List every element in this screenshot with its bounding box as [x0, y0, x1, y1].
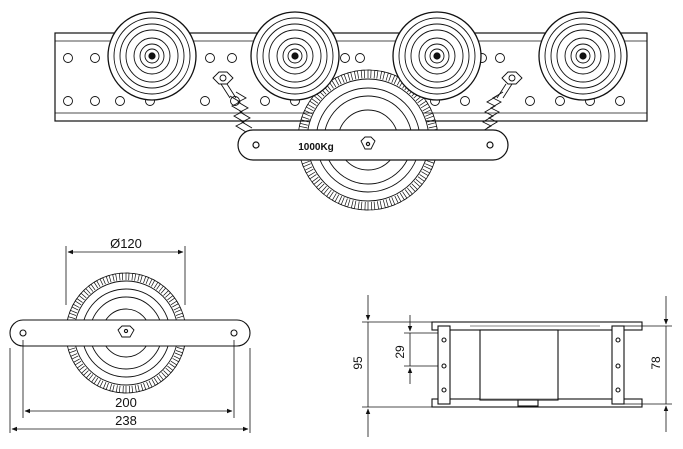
- inner-height-label: 29: [393, 345, 407, 359]
- plate-hole: [90, 53, 100, 63]
- tension-spring-left: [212, 71, 253, 133]
- guide-roller: [538, 11, 628, 101]
- dim-inner-height: [404, 315, 438, 384]
- end-center-block: [479, 329, 559, 401]
- plate-hole: [115, 96, 125, 106]
- overall-height-label: 95: [351, 356, 365, 370]
- hole-spacing-label: 200: [115, 395, 137, 410]
- dim-hole-spacing: [22, 340, 235, 418]
- plate-hole: [90, 96, 100, 106]
- plate-hole: [460, 96, 470, 106]
- frame-height-label: 78: [649, 356, 663, 370]
- dim-wheel-diameter: [65, 246, 186, 305]
- guide-roller: [107, 11, 197, 101]
- plate-length-label: 238: [115, 413, 137, 428]
- end-view-trolley: 95 29 78: [351, 295, 672, 437]
- side-view-trolley: Ø120 200 238: [9, 236, 251, 433]
- guide-roller: [392, 11, 482, 101]
- dim-plate-length: [9, 348, 251, 433]
- plate-hole: [63, 53, 73, 63]
- plate-hole: [615, 96, 625, 106]
- plate-hole: [555, 96, 565, 106]
- capacity-label: 1000Kg: [298, 142, 334, 153]
- plate-holes-upper: [63, 53, 625, 63]
- plate-hole: [495, 53, 505, 63]
- tension-spring-right: [480, 71, 523, 133]
- guide-rollers: [107, 11, 628, 101]
- plate-hole: [260, 96, 270, 106]
- dim-overall-height: [362, 295, 438, 437]
- top-view-trolley: 1000Kg: [54, 11, 648, 211]
- dim-frame-height: [624, 296, 672, 432]
- plate-hole: [200, 96, 210, 106]
- plate-hole: [340, 53, 350, 63]
- plate-hole: [355, 53, 365, 63]
- plate-hole: [525, 96, 535, 106]
- guide-roller: [250, 11, 340, 101]
- plate-hole: [205, 53, 215, 63]
- plate-hole: [63, 96, 73, 106]
- wheel-diameter-label: Ø120: [110, 236, 142, 251]
- plate-hole: [227, 53, 237, 63]
